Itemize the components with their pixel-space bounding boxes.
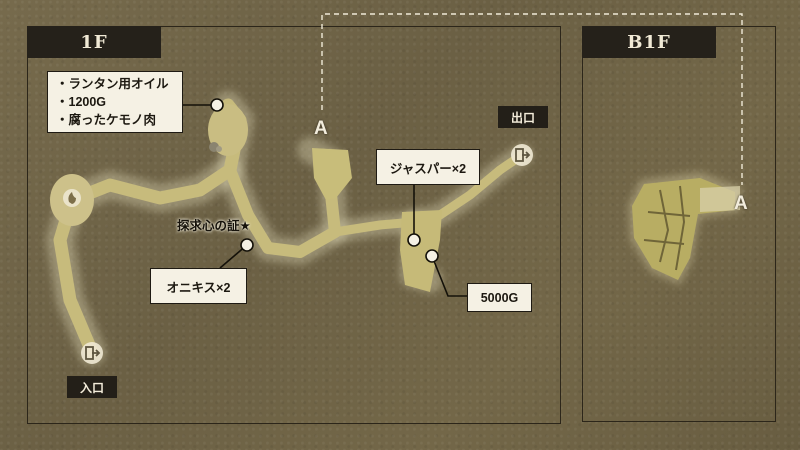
seeker-pin — [240, 238, 254, 252]
floor-1f-panel — [27, 26, 561, 424]
exit-icon — [511, 144, 533, 166]
floor-1f-tab[interactable]: 1F — [27, 26, 161, 58]
items-pin — [210, 98, 224, 112]
items-list: ・ランタン用オイル ・1200G ・腐ったケモノ肉 — [56, 75, 169, 129]
floor-b1f-tab[interactable]: B1F — [582, 26, 716, 58]
f1-path-glow — [46, 91, 533, 366]
list-item: ・1200G — [56, 95, 107, 109]
connector-label-1f: A — [314, 118, 328, 139]
gold-pin — [425, 249, 439, 263]
savepoint-icon — [63, 189, 81, 207]
items-callout[interactable]: ・ランタン用オイル ・1200G ・腐ったケモノ肉 — [47, 71, 183, 133]
east-room — [400, 210, 442, 292]
onyx-callout[interactable]: オニキス×2 — [150, 268, 247, 304]
list-item: ・腐ったケモノ肉 — [56, 113, 157, 127]
b1f-entry-passage — [700, 186, 740, 212]
connector-label-b1f: A — [734, 193, 748, 214]
exit-tag: 出口 — [498, 106, 548, 128]
gold-callout[interactable]: 5000G — [467, 283, 532, 312]
connector-room-a — [312, 148, 352, 200]
entrance-icon — [81, 342, 103, 364]
north-room — [208, 104, 248, 156]
f1-corridors — [53, 98, 527, 359]
b1f-cracks — [643, 185, 691, 271]
rubble-icon — [209, 142, 222, 152]
jasper-callout[interactable]: ジャスパー×2 — [376, 149, 480, 185]
callout-pins — [210, 98, 439, 263]
entrance-tag: 入口 — [67, 376, 117, 398]
jasper-pin — [407, 233, 421, 247]
list-item: ・ランタン用オイル — [56, 77, 169, 91]
connector-line — [321, 13, 743, 185]
seeker-proof-label: 探求心の証★ — [177, 219, 251, 233]
